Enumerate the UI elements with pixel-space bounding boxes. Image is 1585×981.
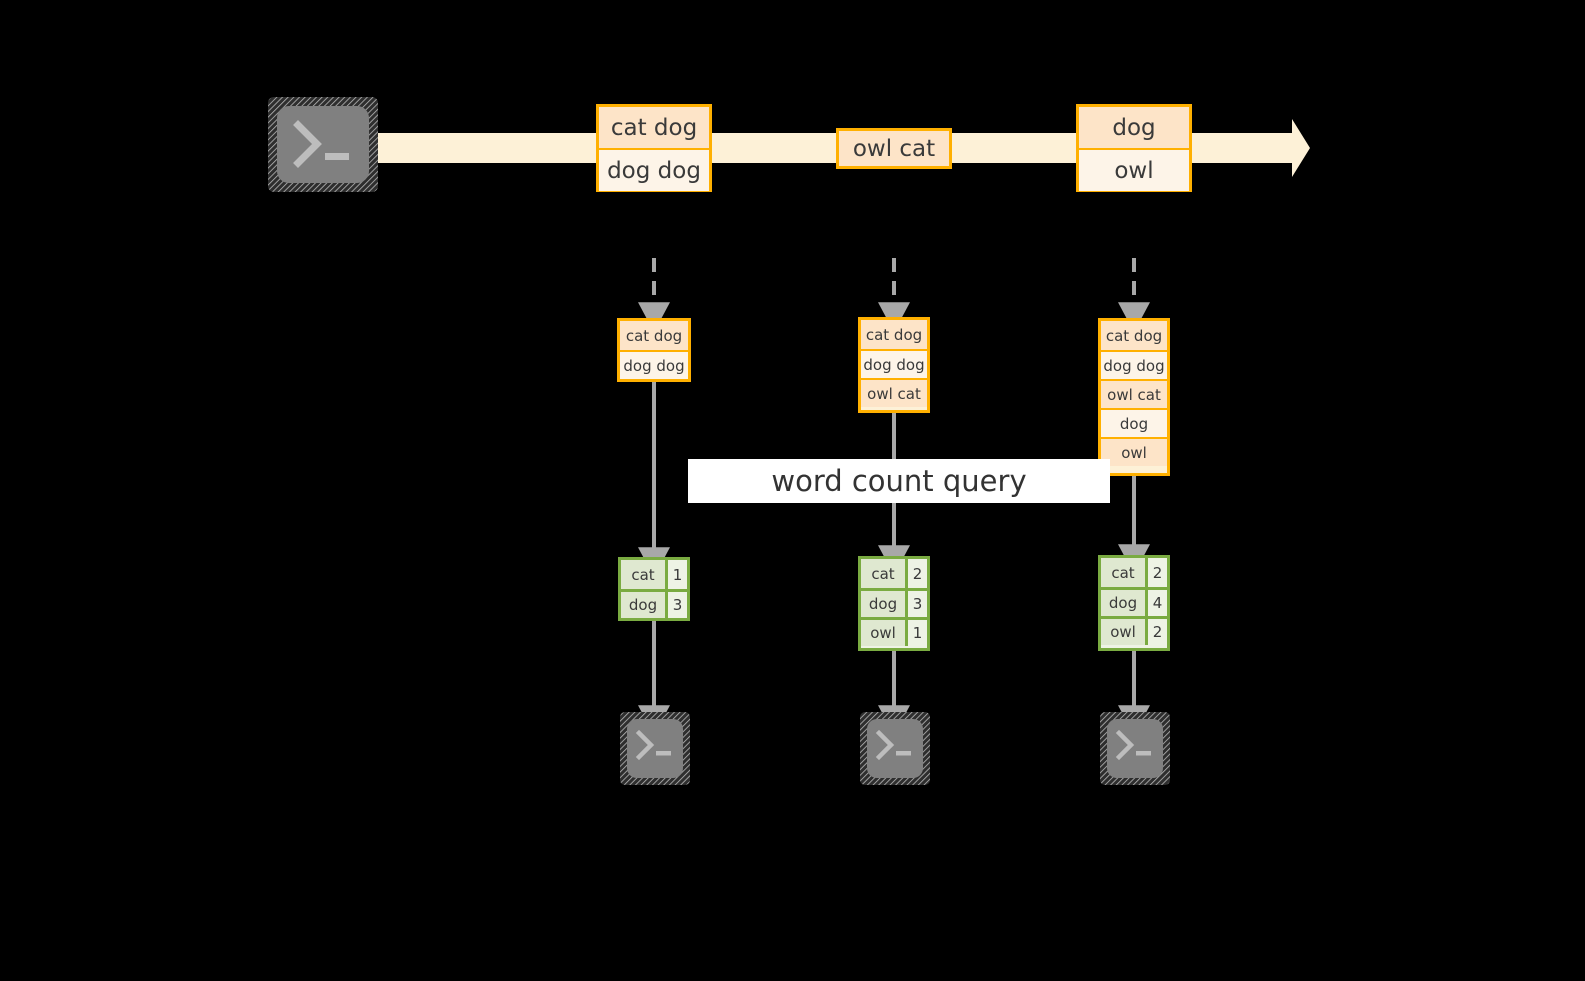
sink-terminal-icon-2[interactable] [860, 712, 930, 785]
state-row: dog [1101, 408, 1167, 437]
stream-event-group-3[interactable]: dog owl [1076, 104, 1192, 192]
table-row: dog 3 [861, 588, 927, 617]
query-label: word count query [688, 459, 1110, 503]
table-row: owl 2 [1101, 616, 1167, 645]
result-count-cell: 3 [905, 591, 927, 617]
state-row: cat dog [620, 321, 688, 350]
result-table-snapshot-3[interactable]: cat 2 dog 4 owl 2 [1098, 555, 1170, 651]
source-terminal-icon[interactable] [268, 97, 378, 192]
result-count-cell: 2 [905, 559, 927, 588]
result-word-cell: dog [861, 591, 905, 617]
result-count-cell: 2 [1145, 558, 1167, 587]
stream-to-state-arrows [638, 258, 1150, 333]
state-box-snapshot-1[interactable]: cat dog dog dog [617, 318, 691, 382]
stream-event-row: owl [1079, 148, 1189, 191]
result-table-snapshot-2[interactable]: cat 2 dog 3 owl 1 [858, 556, 930, 651]
result-word-cell: dog [1101, 590, 1145, 616]
result-count-cell: 3 [665, 592, 687, 618]
result-table-snapshot-1[interactable]: cat 1 dog 3 [618, 557, 690, 621]
state-box-snapshot-3[interactable]: cat dog dog dog owl cat dog owl [1098, 318, 1170, 476]
state-box-snapshot-2[interactable]: cat dog dog dog owl cat [858, 317, 930, 413]
stream-event-row: dog dog [599, 148, 709, 191]
result-to-sink-arrows [638, 621, 1150, 736]
state-row: dog dog [861, 349, 927, 378]
result-word-cell: owl [861, 620, 905, 646]
stream-event-group-2[interactable]: owl cat [836, 128, 952, 169]
result-count-cell: 2 [1145, 619, 1167, 645]
sink-terminal-icon-3[interactable] [1100, 712, 1170, 785]
result-word-cell: cat [861, 559, 905, 588]
state-row: dog dog [1101, 350, 1167, 379]
sink-terminal-icon-1[interactable] [620, 712, 690, 785]
stream-event-group-1[interactable]: cat dog dog dog [596, 104, 712, 192]
result-word-cell: cat [1101, 558, 1145, 587]
table-row: dog 4 [1101, 587, 1167, 616]
table-row: cat 1 [621, 560, 687, 589]
stream-event-row: cat dog [599, 107, 709, 148]
table-row: cat 2 [1101, 558, 1167, 587]
result-word-cell: cat [621, 560, 665, 589]
stream-event-row: dog [1079, 107, 1189, 148]
result-word-cell: dog [621, 592, 665, 618]
stream-event-row: owl cat [839, 131, 949, 166]
table-row: owl 1 [861, 617, 927, 646]
result-count-cell: 1 [905, 620, 927, 646]
state-row: dog dog [620, 350, 688, 379]
table-row: dog 3 [621, 589, 687, 618]
state-row: owl [1101, 437, 1167, 466]
result-count-cell: 1 [665, 560, 687, 589]
state-row: owl cat [1101, 379, 1167, 408]
table-row: cat 2 [861, 559, 927, 588]
result-count-cell: 4 [1145, 590, 1167, 616]
state-row: cat dog [861, 320, 927, 349]
state-row: cat dog [1101, 321, 1167, 350]
state-row: owl cat [861, 378, 927, 407]
result-word-cell: owl [1101, 619, 1145, 645]
